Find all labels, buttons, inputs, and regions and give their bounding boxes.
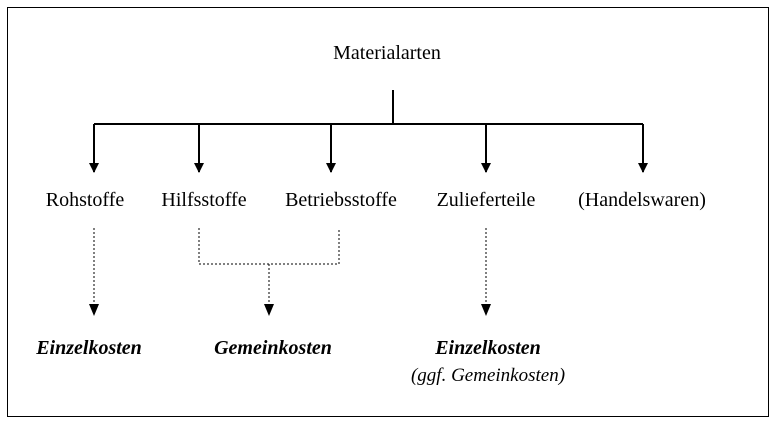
cost-gemeinkosten: Gemeinkosten	[214, 337, 332, 359]
category-hilfsstoffe: Hilfsstoffe	[161, 189, 247, 211]
dotted-bracket-hilfs-betriebs	[198, 228, 340, 265]
root-label: Materialarten	[333, 42, 441, 64]
arrowhead-einzelkosten-right	[481, 304, 491, 316]
category-zulieferteile: Zulieferteile	[436, 189, 536, 211]
arrowhead-gemeinkosten	[264, 304, 274, 316]
category-rohstoffe: Rohstoffe	[45, 189, 125, 211]
category-betriebsstoffe: Betriebsstoffe	[285, 189, 397, 211]
diagram-frame	[7, 7, 769, 417]
arrowhead-einzelkosten-left	[89, 304, 99, 316]
cost-einzelkosten-zulieferteile: Einzelkosten	[435, 337, 541, 359]
cost-einzelkosten-rohstoffe: Einzelkosten	[36, 337, 142, 359]
cost-note-gemeinkosten: (ggf. Gemeinkosten)	[410, 365, 566, 386]
category-handelswaren: (Handelswaren)	[578, 189, 706, 211]
